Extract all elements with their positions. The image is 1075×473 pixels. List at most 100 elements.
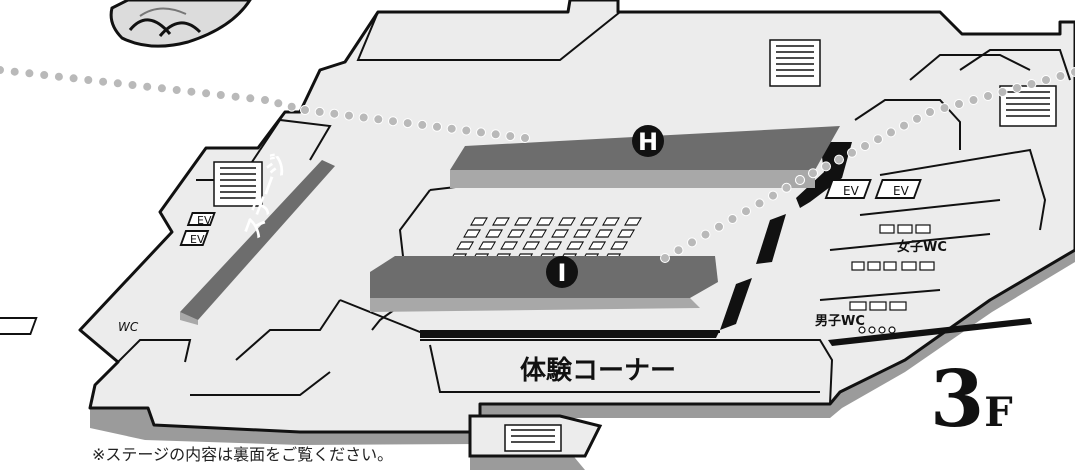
floor-number: 3	[930, 354, 984, 445]
route-dot	[461, 125, 472, 136]
route-dot	[260, 95, 270, 105]
elevator-right-2-label: EV	[893, 184, 910, 198]
route-dot	[873, 134, 883, 145]
route-dot	[314, 106, 325, 117]
wc-left-label: WC	[118, 320, 139, 334]
route-dot	[112, 78, 123, 89]
route-dot	[98, 76, 109, 87]
route-dot	[886, 127, 896, 138]
elevator-right-1: EV	[824, 179, 872, 199]
route-dot	[505, 131, 516, 142]
route-dot	[768, 190, 778, 201]
route-dot	[1055, 71, 1066, 81]
route-dot	[39, 70, 50, 80]
route-dot	[925, 107, 935, 117]
route-dot	[912, 113, 922, 124]
route-dot	[808, 168, 818, 179]
route-path	[0, 65, 1075, 263]
elevator-left-2: EV	[179, 230, 210, 246]
route-dot	[142, 81, 153, 92]
floor-plate	[78, 0, 1075, 458]
marker-i-label: I	[558, 259, 567, 287]
route-dot	[860, 141, 870, 151]
route-dot	[1041, 75, 1051, 85]
route-dot	[795, 175, 805, 185]
route-dot	[344, 110, 354, 121]
route-dot	[687, 237, 697, 248]
mens-wc-label: 男子WC	[815, 314, 865, 329]
elevator-left-1-label: EV	[197, 214, 212, 227]
route-dot	[660, 253, 670, 263]
route-dot	[834, 154, 844, 165]
route-dot	[673, 245, 684, 256]
route-dot	[520, 133, 530, 143]
route-dot	[68, 73, 79, 84]
route-dot	[476, 127, 486, 138]
wc-left: WC	[0, 317, 139, 335]
route-dot	[373, 114, 384, 125]
route-dot	[300, 105, 310, 115]
route-dot	[432, 121, 442, 132]
womens-wc-label: 女子WC	[897, 239, 947, 255]
svg-text:3F: 3F	[930, 354, 1013, 445]
route-dot	[781, 182, 792, 193]
elevator-right-1-label: EV	[843, 184, 860, 198]
route-dot	[847, 147, 857, 158]
route-dot	[821, 161, 831, 172]
route-dot	[954, 99, 964, 109]
route-dot	[714, 221, 724, 232]
route-dot	[402, 118, 413, 129]
route-dot	[741, 206, 751, 217]
route-dot	[230, 91, 241, 102]
route-dot	[171, 85, 182, 95]
route-dot	[186, 86, 197, 97]
elevator-left-2-label: EV	[190, 233, 205, 246]
route-dot	[1026, 79, 1037, 89]
route-dot	[727, 214, 738, 224]
staircase	[213, 39, 1057, 452]
route-dot	[286, 101, 297, 112]
elevators: EV EV EV EV	[179, 179, 922, 246]
marker-h: H	[632, 125, 664, 157]
route-dot	[1012, 83, 1022, 93]
route-dot	[201, 88, 212, 99]
route-dot	[388, 116, 398, 127]
experience-corner-label: 体験コーナー	[520, 356, 676, 386]
route-dot	[939, 103, 950, 113]
route-dot	[997, 87, 1008, 97]
route-dot	[0, 65, 5, 75]
route-dot	[24, 68, 35, 79]
route-dot	[417, 119, 428, 130]
route-dot	[215, 90, 226, 100]
route-dot	[127, 80, 138, 90]
route-dot	[1070, 67, 1075, 77]
marker-i: I	[546, 256, 578, 288]
route-dot	[983, 91, 993, 101]
route-dot	[83, 75, 94, 85]
marker-h-label: H	[638, 128, 658, 156]
route-dot	[358, 112, 369, 123]
womens-toilet: 女子WC	[851, 224, 947, 271]
route-dot	[53, 71, 64, 82]
mascot-illustration	[109, 0, 252, 48]
route-dot	[156, 83, 167, 94]
route-dot	[245, 93, 256, 104]
route-dot	[329, 108, 340, 119]
route-dot	[700, 229, 711, 240]
elevator-right-2: EV	[874, 179, 922, 199]
route-dot	[9, 66, 20, 77]
route-dot	[273, 98, 284, 109]
footnote-text: ※ステージの内容は裏面をご覧ください。	[92, 445, 394, 464]
thick-walls	[420, 142, 1032, 346]
experience-corner: 体験コーナー	[520, 356, 676, 386]
floor-indicator: 3F	[930, 354, 1013, 445]
floor-suffix: F	[984, 389, 1012, 436]
route-dot	[754, 198, 765, 209]
route-dot	[899, 120, 909, 131]
booth-i	[370, 256, 718, 312]
route-dot	[968, 95, 979, 105]
route-dot	[490, 129, 501, 140]
route-dot	[446, 123, 457, 134]
mens-toilet: 男子WC	[815, 301, 907, 334]
